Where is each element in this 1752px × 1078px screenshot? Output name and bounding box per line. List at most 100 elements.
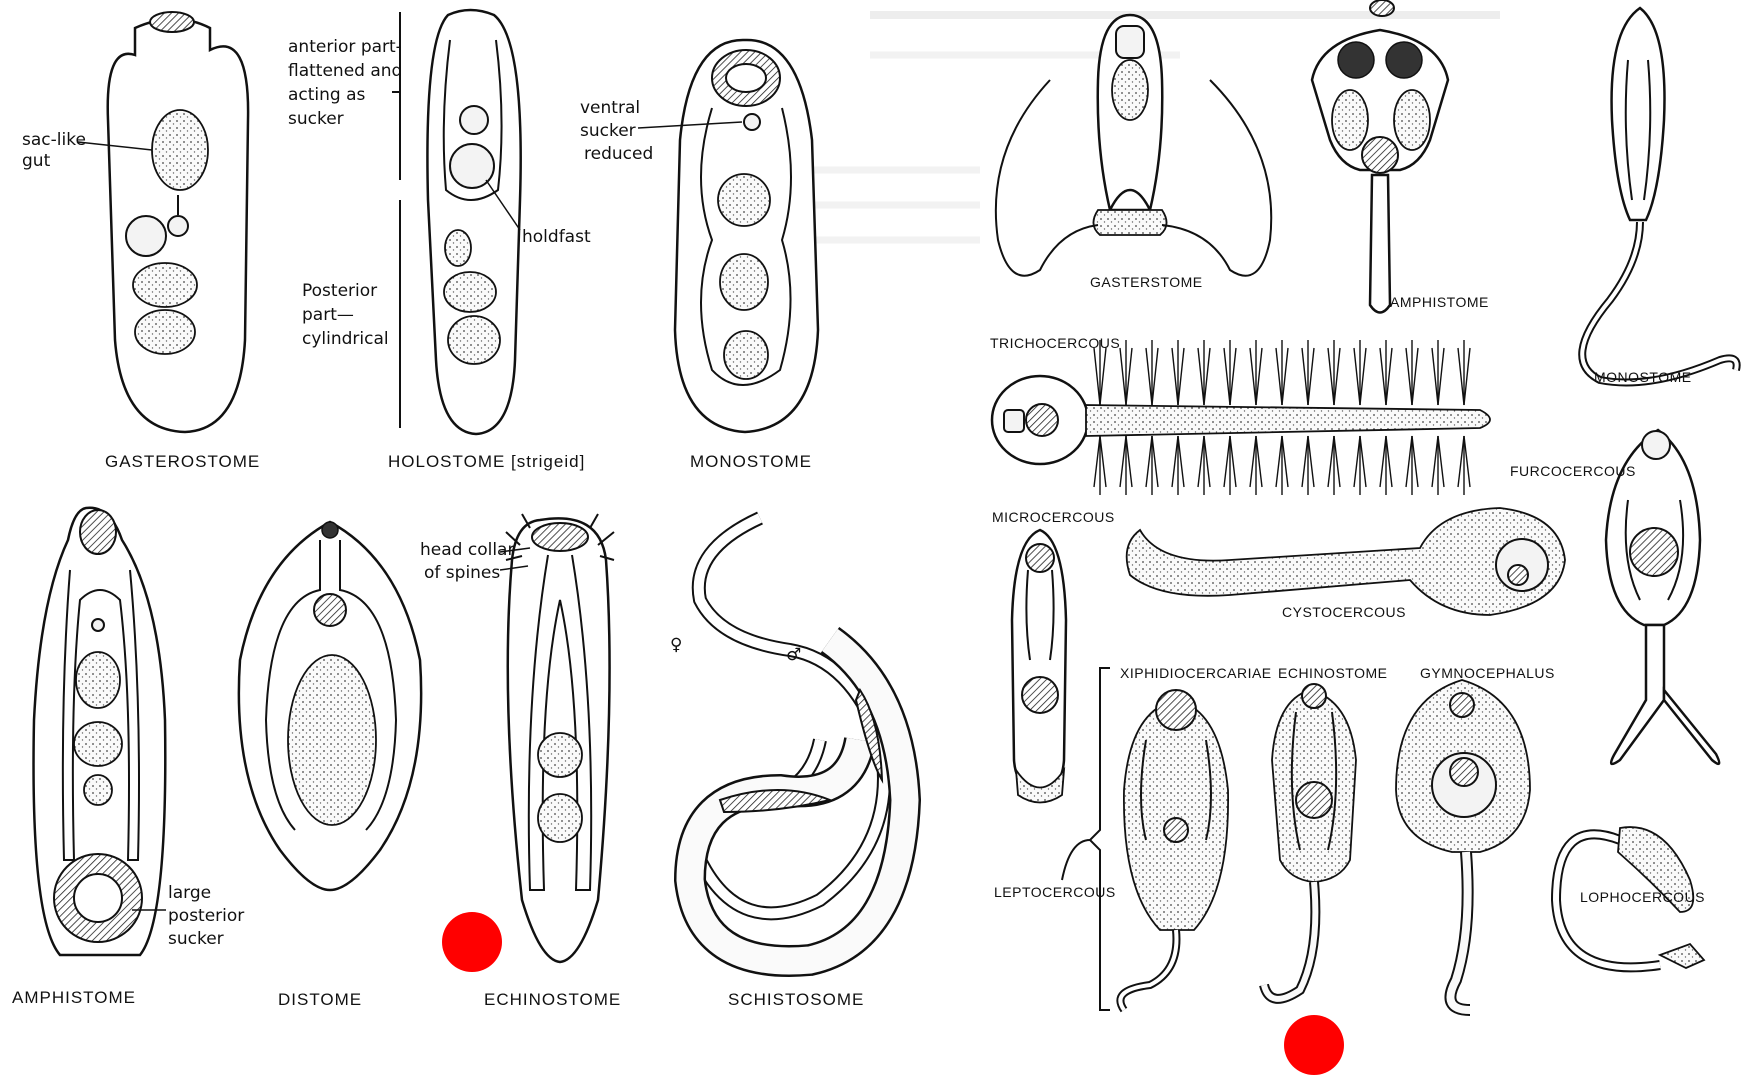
label-amphistome: AMPHISTOME <box>12 988 136 1007</box>
callout-large: large <box>168 883 211 903</box>
label-xiphidiocercariae: XIPHIDIOCERCARIAE <box>1120 665 1272 681</box>
bristle <box>1308 348 1314 405</box>
bristle <box>1328 436 1334 487</box>
bristle <box>1406 436 1412 487</box>
schistosome-diagram: ♀ ♂ SCHISTOSOME <box>670 518 905 1009</box>
label-microcercous: MICROCERCOUS <box>992 509 1115 525</box>
cercaria-amphistome: AMPHISTOME <box>1312 0 1489 313</box>
bristle <box>1126 348 1132 405</box>
cercaria-trichocercous: TRICHOCERCOUS <box>990 335 1490 495</box>
red-marker-2 <box>1284 1015 1344 1075</box>
bristle <box>1126 436 1132 487</box>
symbol-male: ♂ <box>786 645 801 665</box>
bristle <box>1334 436 1340 487</box>
bristle <box>1386 348 1392 405</box>
bristle <box>1172 436 1178 487</box>
bristle <box>1256 436 1262 487</box>
bristle <box>1172 348 1178 405</box>
label-echinostome-r: ECHINOSTOME <box>1278 665 1387 681</box>
callout-posterior: posterior <box>168 906 244 926</box>
label-gymnocephalus: GYMNOCEPHALUS <box>1420 665 1555 681</box>
label-holostome: HOLOSTOME [strigeid] <box>388 452 585 471</box>
bristle <box>1360 436 1366 487</box>
cercaria-cystocercous: CYSTOCERCOUS <box>1127 508 1565 620</box>
cercaria-monostome: MONOSTOME <box>1582 8 1736 385</box>
label-leptocercous: LEPTOCERCOUS <box>994 884 1116 900</box>
bristle <box>1464 436 1470 487</box>
bristle <box>1302 348 1308 405</box>
bristle <box>1438 348 1444 405</box>
label-echinostome: ECHINOSTOME <box>484 990 621 1009</box>
bristle <box>1386 436 1392 487</box>
bristle <box>1224 436 1230 487</box>
callout-anterior-4: sucker <box>288 109 344 129</box>
bristle <box>1432 436 1438 487</box>
callout-anterior-1: anterior part- <box>288 37 402 57</box>
bristle <box>1224 348 1230 405</box>
callout-sac-like: sac-like <box>22 130 86 150</box>
bristle <box>1354 348 1360 405</box>
cercaria-microcercous: MICROCERCOUS <box>992 509 1115 803</box>
label-schistosome: SCHISTOSOME <box>728 990 864 1009</box>
bristle <box>1308 436 1314 487</box>
callout-posterior-3: cylindrical <box>302 329 389 349</box>
amphistome-diagram: large posterior sucker AMPHISTOME <box>12 508 244 1007</box>
label-furcocercous: FURCOCERCOUS <box>1510 463 1636 479</box>
callout-reduced: reduced <box>584 144 653 164</box>
callout-posterior-1: Posterior <box>302 281 377 301</box>
bristle <box>1380 436 1386 487</box>
label-monostome: MONOSTOME <box>690 452 812 471</box>
bristle <box>1360 348 1366 405</box>
bristle <box>1458 348 1464 405</box>
bristle <box>1438 436 1444 487</box>
callout-gut: gut <box>22 151 51 171</box>
sac-like-gut <box>152 110 208 190</box>
bristle <box>1094 436 1100 487</box>
label-gasterstome: GASTERSTOME <box>1090 274 1203 290</box>
red-marker-1 <box>442 912 502 972</box>
symbol-female: ♀ <box>670 635 682 655</box>
bristle <box>1256 348 1262 405</box>
label-cystocercous: CYSTOCERCOUS <box>1282 604 1406 620</box>
bristle <box>1230 348 1236 405</box>
bristle <box>1282 348 1288 405</box>
label-trichocercous: TRICHOCERCOUS <box>990 335 1120 351</box>
callout-holdfast: holdfast <box>522 227 591 247</box>
label-amphistome-r: AMPHISTOME <box>1390 294 1489 310</box>
bristle <box>1432 348 1438 405</box>
callout-head-collar: head collar <box>420 540 514 560</box>
callout-anterior-3: acting as <box>288 85 366 105</box>
bristle <box>1276 348 1282 405</box>
bristle <box>1380 348 1386 405</box>
bristle <box>1146 436 1152 487</box>
callout-anterior-2: flattened and <box>288 61 402 81</box>
bristle <box>1328 348 1334 405</box>
bristle <box>1146 348 1152 405</box>
bristle <box>1152 436 1158 487</box>
bristle <box>1198 348 1204 405</box>
bristle <box>1354 436 1360 487</box>
bristle <box>1120 348 1126 405</box>
bristle <box>1230 436 1236 487</box>
label-monostome-r: MONOSTOME <box>1594 369 1692 385</box>
bristle <box>1250 348 1256 405</box>
label-distome: DISTOME <box>278 990 362 1009</box>
bristle <box>1094 348 1100 405</box>
bristle <box>1152 348 1158 405</box>
holostome-diagram: anterior part- flattened and acting as s… <box>288 10 591 471</box>
callout-sucker-2: sucker <box>168 929 224 949</box>
bristle <box>1334 348 1340 405</box>
bristle <box>1204 348 1210 405</box>
label-gasterostome: GASTEROSTOME <box>105 452 260 471</box>
bristle <box>1204 436 1210 487</box>
bristle <box>1406 348 1412 405</box>
callout-posterior-2: part— <box>302 305 354 325</box>
label-lophocercous: LOPHOCERCOUS <box>1580 889 1705 905</box>
bristle <box>1412 436 1418 487</box>
bristle <box>1464 348 1470 405</box>
gasterostome-diagram: sac-like gut GASTEROSTOME <box>22 12 260 471</box>
callout-ventral: ventral <box>580 98 640 118</box>
bristle <box>1282 436 1288 487</box>
bristle <box>1120 436 1126 487</box>
